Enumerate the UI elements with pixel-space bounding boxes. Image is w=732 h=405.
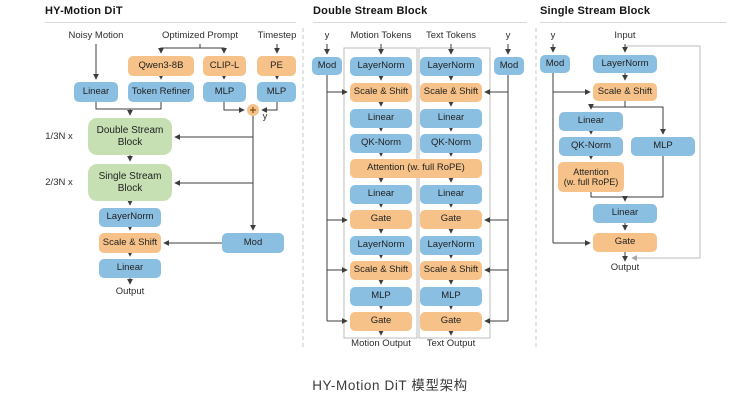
label-y-sum: y — [262, 111, 268, 122]
label-y-right: y — [505, 30, 511, 41]
node-s-qknorm: QK-Norm — [559, 137, 623, 156]
node-s-linear1: Linear — [559, 112, 623, 131]
label-motion-output: Motion Output — [351, 338, 411, 349]
node-clip-l: CLIP-L — [203, 56, 246, 76]
label-text-output: Text Output — [426, 338, 476, 349]
node-m-linear2: Linear — [350, 185, 412, 204]
node-mod-text: Mod — [494, 57, 524, 75]
label-timestep: Timestep — [257, 30, 297, 41]
node-m-scale-shift2: Scale & Shift — [350, 261, 412, 280]
panel-title-double-stream: Double Stream Block — [313, 5, 428, 17]
node-t-gate2: Gate — [420, 312, 482, 331]
node-mod-motion: Mod — [312, 57, 342, 75]
node-m-linear1: Linear — [350, 109, 412, 128]
node-s-mlp: MLP — [631, 137, 695, 156]
label-noisy-motion: Noisy Motion — [68, 30, 124, 41]
node-s-linear2: Linear — [593, 204, 657, 223]
attention-line2: (w. full RoPE) — [563, 177, 619, 187]
node-t-mlp: MLP — [420, 287, 482, 306]
node-t-layernorm2: LayerNorm — [420, 236, 482, 255]
figure-caption: HY-Motion DiT 模型架构 — [312, 378, 468, 393]
panel-title-single-stream: Single Stream Block — [540, 5, 651, 17]
attention-line1: Attention — [573, 166, 609, 177]
node-qwen3-8b: Qwen3-8B — [128, 56, 194, 76]
node-m-gate2: Gate — [350, 312, 412, 331]
node-attention-double: Attention (w. full RoPE) — [350, 159, 482, 178]
label-repeat-one-third: 1/3N x — [45, 131, 73, 142]
label-input: Input — [614, 30, 636, 41]
sum-plus-icon — [247, 104, 259, 116]
label-repeat-two-thirds: 2/3N x — [45, 177, 73, 188]
node-m-gate1: Gate — [350, 210, 412, 229]
label-output-single: Output — [610, 262, 640, 273]
label-motion-tokens: Motion Tokens — [350, 30, 412, 41]
node-single-stream-block: Single Stream Block — [88, 164, 172, 201]
node-linear-input: Linear — [74, 82, 118, 102]
node-s-scale-shift: Scale & Shift — [593, 83, 657, 101]
node-t-linear1: Linear — [420, 109, 482, 128]
node-layernorm-final: LayerNorm — [99, 208, 161, 227]
node-t-linear2: Linear — [420, 185, 482, 204]
label-optimized-prompt: Optimized Prompt — [161, 30, 239, 41]
node-s-mod: Mod — [540, 55, 570, 73]
node-s-gate: Gate — [593, 233, 657, 252]
node-m-mlp: MLP — [350, 287, 412, 306]
node-scale-shift-final: Scale & Shift — [99, 233, 161, 253]
node-t-gate1: Gate — [420, 210, 482, 229]
node-mod-left-panel: Mod — [222, 233, 284, 253]
node-token-refiner: Token Refiner — [128, 82, 194, 102]
label-output-left: Output — [115, 286, 145, 297]
panel-title-hy-motion-dit: HY-Motion DiT — [45, 5, 123, 17]
node-attention-single: Attention (w. full RoPE) — [558, 162, 624, 192]
label-text-tokens: Text Tokens — [426, 30, 476, 41]
node-pe: PE — [257, 56, 296, 76]
node-double-stream-block: Double Stream Block — [88, 118, 172, 155]
label-y-left: y — [324, 30, 330, 41]
node-m-scale-shift1: Scale & Shift — [350, 83, 412, 102]
node-m-layernorm2: LayerNorm — [350, 236, 412, 255]
node-s-layernorm: LayerNorm — [593, 55, 657, 73]
node-m-layernorm1: LayerNorm — [350, 57, 412, 76]
node-mlp-pe: MLP — [257, 82, 296, 102]
node-mlp-clip: MLP — [203, 82, 246, 102]
node-t-scale-shift2: Scale & Shift — [420, 261, 482, 280]
node-t-scale-shift1: Scale & Shift — [420, 83, 482, 102]
node-t-qknorm: QK-Norm — [420, 134, 482, 153]
node-linear-output: Linear — [99, 259, 161, 278]
label-y-single: y — [550, 30, 556, 41]
node-t-layernorm1: LayerNorm — [420, 57, 482, 76]
node-m-qknorm: QK-Norm — [350, 134, 412, 153]
